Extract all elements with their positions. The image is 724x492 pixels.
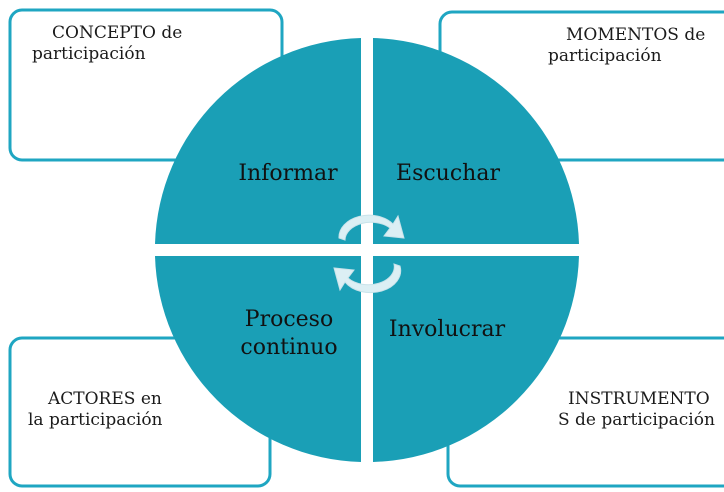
- box-actores-line2: la participación: [28, 410, 163, 430]
- quadrant-informar: [155, 38, 361, 244]
- box-concepto-line1: CONCEPTO de: [52, 23, 182, 43]
- quadrant-proceso: [155, 256, 361, 462]
- quadrant-label-proceso-line1: Proceso: [245, 307, 333, 332]
- box-instrumentos-line2: S de participación: [558, 410, 715, 430]
- cycle-arrows-icon: [333, 214, 405, 294]
- box-instrumentos-line1: INSTRUMENTO: [568, 389, 710, 409]
- box-concepto-line2: participación: [32, 44, 146, 64]
- quadrant-escuchar: [373, 38, 579, 244]
- box-actores-line1: ACTORES en: [47, 389, 162, 409]
- box-momentos-line2: participación: [548, 46, 662, 66]
- box-momentos-line1: MOMENTOS de: [566, 25, 705, 45]
- quadrant-label-informar: Informar: [238, 161, 338, 186]
- quadrant-involucrar: [373, 256, 579, 462]
- quadrant-label-proceso-line2: continuo: [240, 335, 337, 360]
- circle-quadrants: [155, 38, 579, 462]
- quadrant-label-escuchar: Escuchar: [396, 161, 500, 186]
- cycle-arrow-lower: [333, 263, 402, 294]
- quadrant-label-involucrar: Involucrar: [389, 317, 506, 342]
- cycle-arrow-upper: [338, 214, 405, 241]
